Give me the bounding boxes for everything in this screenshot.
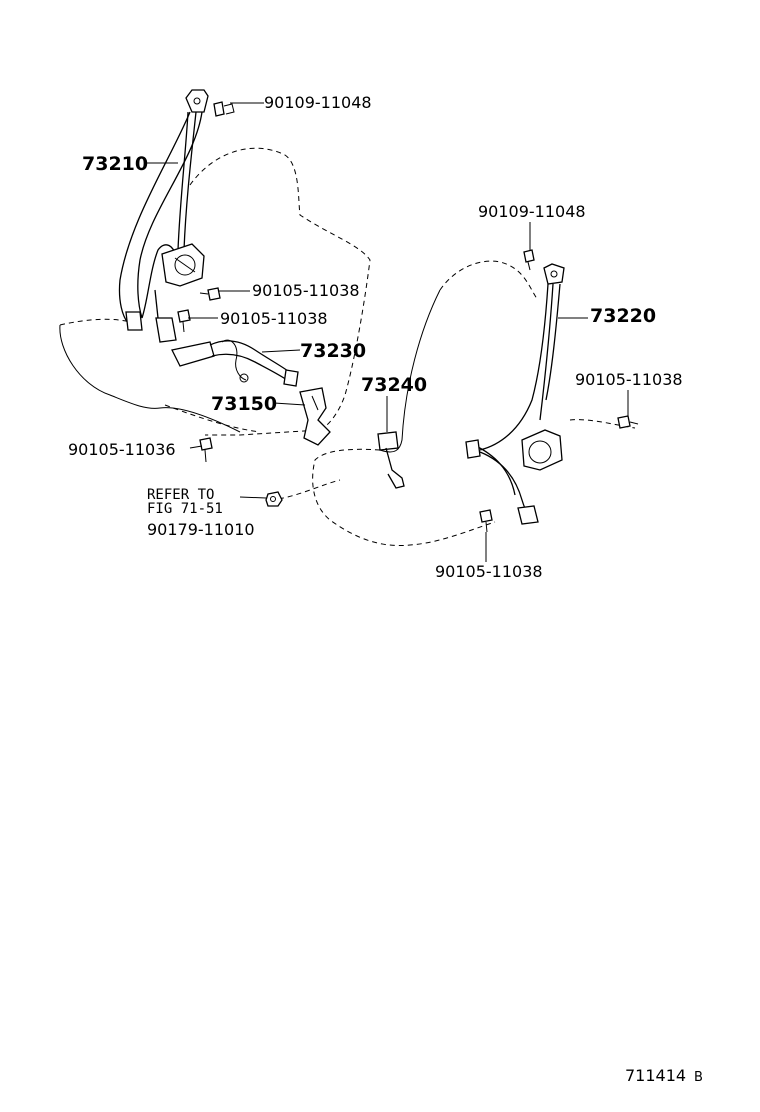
label-bolt-retractor-left: 90105-11038 xyxy=(252,281,360,300)
label-bolt-top-left: 90109-11048 xyxy=(264,93,372,112)
label-refer-line1: REFER TO xyxy=(147,487,214,503)
bolts xyxy=(177,101,639,533)
label-bolt-right-side: 90105-11038 xyxy=(575,370,683,389)
label-nut-part: 90179-11010 xyxy=(147,520,255,539)
buckle-73240 xyxy=(377,431,405,489)
figure-code: 711414 xyxy=(625,1066,686,1085)
label-part-73150: 73150 xyxy=(211,393,277,415)
label-part-73210: 73210 xyxy=(82,153,148,175)
belt-73210 xyxy=(118,89,209,331)
label-part-73220: 73220 xyxy=(590,305,656,327)
right-retractor xyxy=(517,429,563,525)
left-retractor xyxy=(154,243,205,343)
belt-73220 xyxy=(465,263,565,519)
figure-suffix: B xyxy=(694,1070,703,1085)
buckle-73150 xyxy=(299,387,331,446)
label-part-73240: 73240 xyxy=(361,374,427,396)
right-seat-outline xyxy=(269,260,636,547)
leader-lines xyxy=(145,102,629,562)
label-part-73230: 73230 xyxy=(300,340,366,362)
label-bolt-top-right: 90109-11048 xyxy=(478,202,586,221)
label-refer-line2: FIG 71-51 xyxy=(147,501,223,517)
label-bolt-bottom-right: 90105-11038 xyxy=(435,562,543,581)
left-seat-outline xyxy=(59,147,371,436)
buckle-73230 xyxy=(171,339,299,387)
label-bolt-anchor-left: 90105-11038 xyxy=(220,309,328,328)
label-bolt-bottom-left: 90105-11036 xyxy=(68,440,176,459)
